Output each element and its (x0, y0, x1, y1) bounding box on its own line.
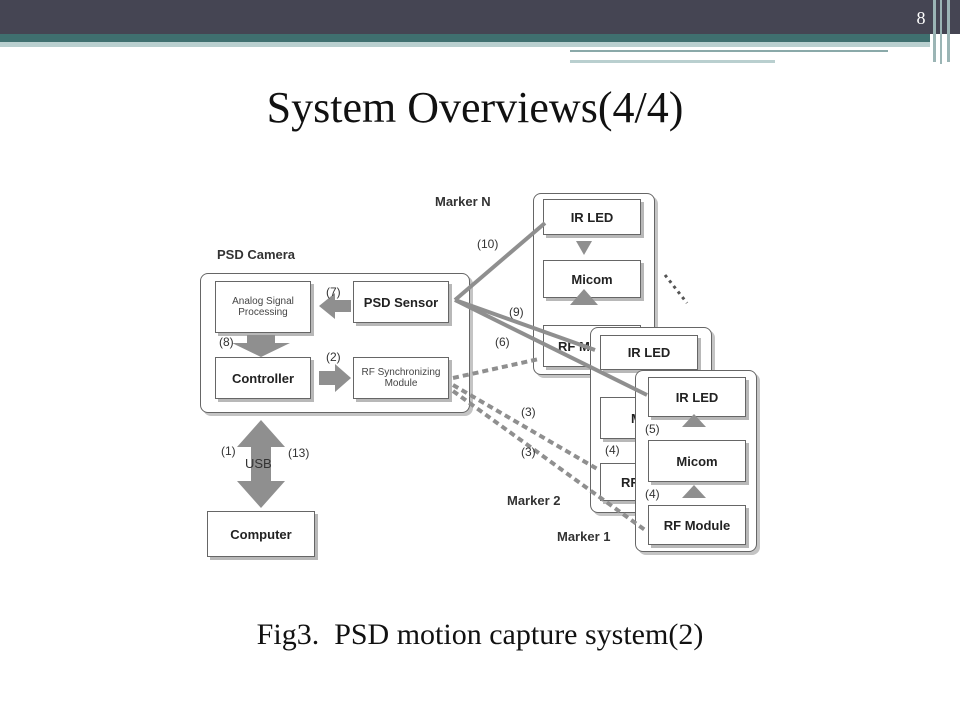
step-label: (5) (645, 422, 660, 436)
accent-band (0, 34, 930, 42)
rf-synchronizing-module-box: RF Synchronizing Module (353, 357, 449, 399)
slide-title: System Overviews(4/4) (266, 83, 684, 132)
step-label: (3) (521, 445, 536, 459)
decor-vline (933, 0, 936, 62)
step-label: (6) (495, 335, 510, 349)
step-label: (4) (645, 487, 660, 501)
diagram-arrows (232, 221, 706, 532)
step-label: (10) (477, 237, 499, 251)
ir-path-marker-1 (454, 298, 648, 397)
marker-n-label: Marker N (435, 194, 491, 209)
psd-system-diagram: IR LED Micom RF M IR LED M RF IR LED Mic… (195, 185, 775, 560)
step-label: (13) (288, 446, 310, 460)
marker-1-ir-led: IR LED (648, 377, 746, 417)
usb-arrow (237, 420, 285, 508)
marker-2-ir-led: IR LED (600, 335, 698, 370)
decor-line (570, 60, 775, 63)
accent-band-light (0, 42, 930, 47)
ir-path-marker-2 (454, 298, 596, 352)
rf-path-marker-2 (451, 383, 601, 472)
rf-path-marker-1 (451, 389, 647, 532)
figure-caption: Fig3. PSD motion capture system(2) (256, 618, 704, 651)
marker-1-rf-module: RF Module (648, 505, 746, 545)
step-label: (1) (221, 444, 236, 458)
decor-line (570, 50, 888, 52)
computer-box: Computer (207, 511, 315, 557)
marker-1-micom: Micom (648, 440, 746, 482)
marker-n-arrow-up-2 (570, 289, 598, 305)
marker-1-label: Marker 1 (557, 529, 611, 544)
psd-camera-label: PSD Camera (217, 247, 296, 262)
more-markers-dots (663, 274, 689, 304)
decor-vline (940, 0, 942, 64)
analog-signal-processing-box: Analog Signal Processing (215, 281, 311, 333)
marker-1-arrow-up-1 (682, 414, 706, 427)
decor-vline (947, 0, 950, 62)
arrow-analog-to-controller (232, 335, 290, 357)
arrow-psd-to-analog (319, 293, 351, 319)
ir-path-marker-n (453, 221, 547, 302)
arrow-controller-to-rf (319, 364, 351, 392)
usb-label: USB (245, 456, 272, 471)
psd-sensor-box: PSD Sensor (353, 281, 449, 323)
step-label: (9) (509, 305, 524, 319)
marker-1-arrow-up-2 (682, 485, 706, 498)
step-label: (3) (521, 405, 536, 419)
marker-n-micom: Micom (543, 260, 641, 298)
step-label: (8) (219, 335, 234, 349)
controller-box: Controller (215, 357, 311, 399)
marker-n-arrow-up-1 (576, 241, 592, 255)
rf-path-marker-n (452, 357, 540, 380)
step-label: (4) (605, 443, 620, 457)
marker-2-label: Marker 2 (507, 493, 561, 508)
marker-n-ir-led: IR LED (543, 199, 641, 235)
step-label: (7) (326, 285, 341, 299)
step-label: (2) (326, 350, 341, 364)
slide-number: 8 (916, 8, 926, 28)
top-bar (0, 0, 960, 34)
